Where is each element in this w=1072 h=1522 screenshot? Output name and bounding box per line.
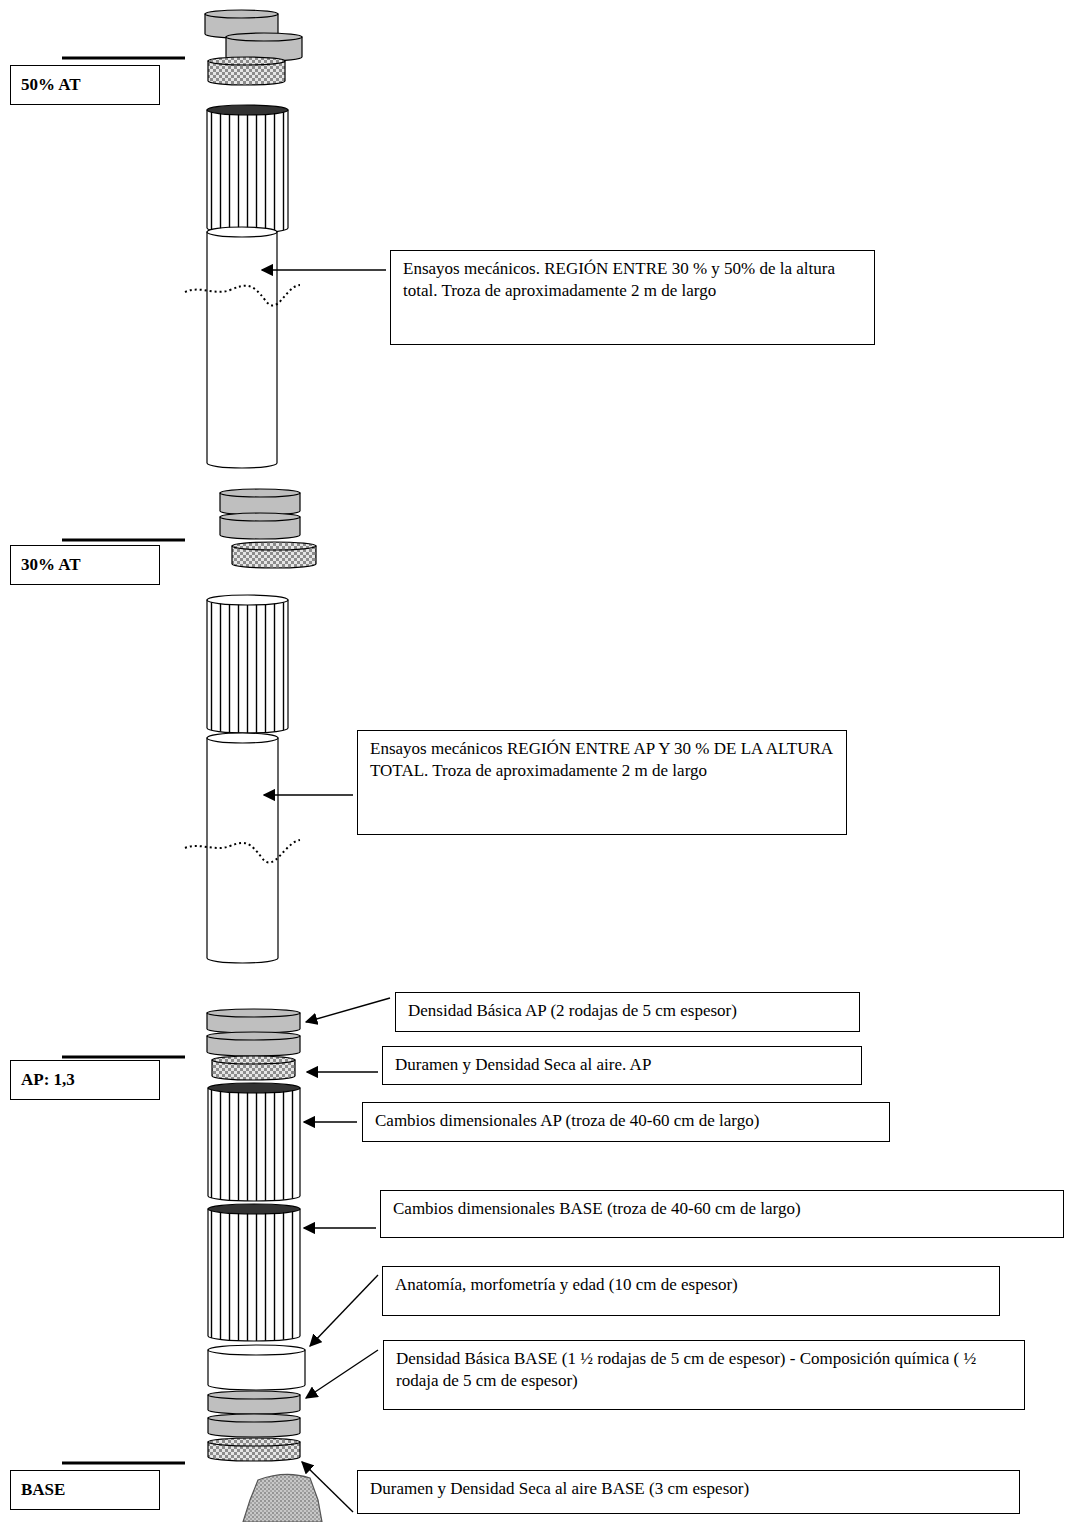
- label-text: BASE: [21, 1479, 149, 1500]
- label-text: 30% AT: [21, 554, 149, 575]
- callout-box: Ensayos mecánicos. REGIÓN ENTRE 30 % y 5…: [390, 250, 875, 345]
- callout-box: Densidad Básica AP (2 rodajas de 5 cm es…: [395, 992, 860, 1032]
- callout-box: Anatomía, morfometría y edad (10 cm de e…: [382, 1266, 1000, 1316]
- height-label-box: BASE: [10, 1470, 160, 1510]
- callout-box: Cambios dimensionales BASE (troza de 40-…: [380, 1190, 1064, 1238]
- label-text: Ensayos mecánicos. REGIÓN ENTRE 30 % y 5…: [403, 258, 862, 302]
- label-text: Cambios dimensionales AP (troza de 40-60…: [375, 1110, 877, 1132]
- level-line: [62, 58, 185, 1463]
- height-label-box: AP: 1,3: [10, 1060, 160, 1100]
- break-line: [185, 285, 300, 862]
- height-label-box: 50% AT: [10, 65, 160, 105]
- callout-box: Duramen y Densidad Seca al aire BASE (3 …: [357, 1470, 1020, 1514]
- label-text: AP: 1,3: [21, 1069, 149, 1090]
- label-text: Duramen y Densidad Seca al aire BASE (3 …: [370, 1478, 1007, 1500]
- label-text: Anatomía, morfometría y edad (10 cm de e…: [395, 1274, 987, 1296]
- label-text: Ensayos mecánicos REGIÓN ENTRE AP Y 30 %…: [370, 738, 834, 782]
- label-text: Densidad Básica BASE (1 ½ rodajas de 5 c…: [396, 1348, 1012, 1392]
- callout-box: Densidad Básica BASE (1 ½ rodajas de 5 c…: [383, 1340, 1025, 1410]
- label-text: Densidad Básica AP (2 rodajas de 5 cm es…: [408, 1000, 847, 1022]
- label-text: Cambios dimensionales BASE (troza de 40-…: [393, 1198, 1051, 1220]
- label-text: 50% AT: [21, 74, 149, 95]
- stem-pieces: [205, 10, 322, 1522]
- callout-box: Cambios dimensionales AP (troza de 40-60…: [362, 1102, 890, 1142]
- callout-box: Duramen y Densidad Seca al aire. AP: [382, 1046, 862, 1085]
- height-label-box: 30% AT: [10, 545, 160, 585]
- leader-arrow: [262, 270, 390, 1512]
- callout-box: Ensayos mecánicos REGIÓN ENTRE AP Y 30 %…: [357, 730, 847, 835]
- label-text: Duramen y Densidad Seca al aire. AP: [395, 1054, 849, 1076]
